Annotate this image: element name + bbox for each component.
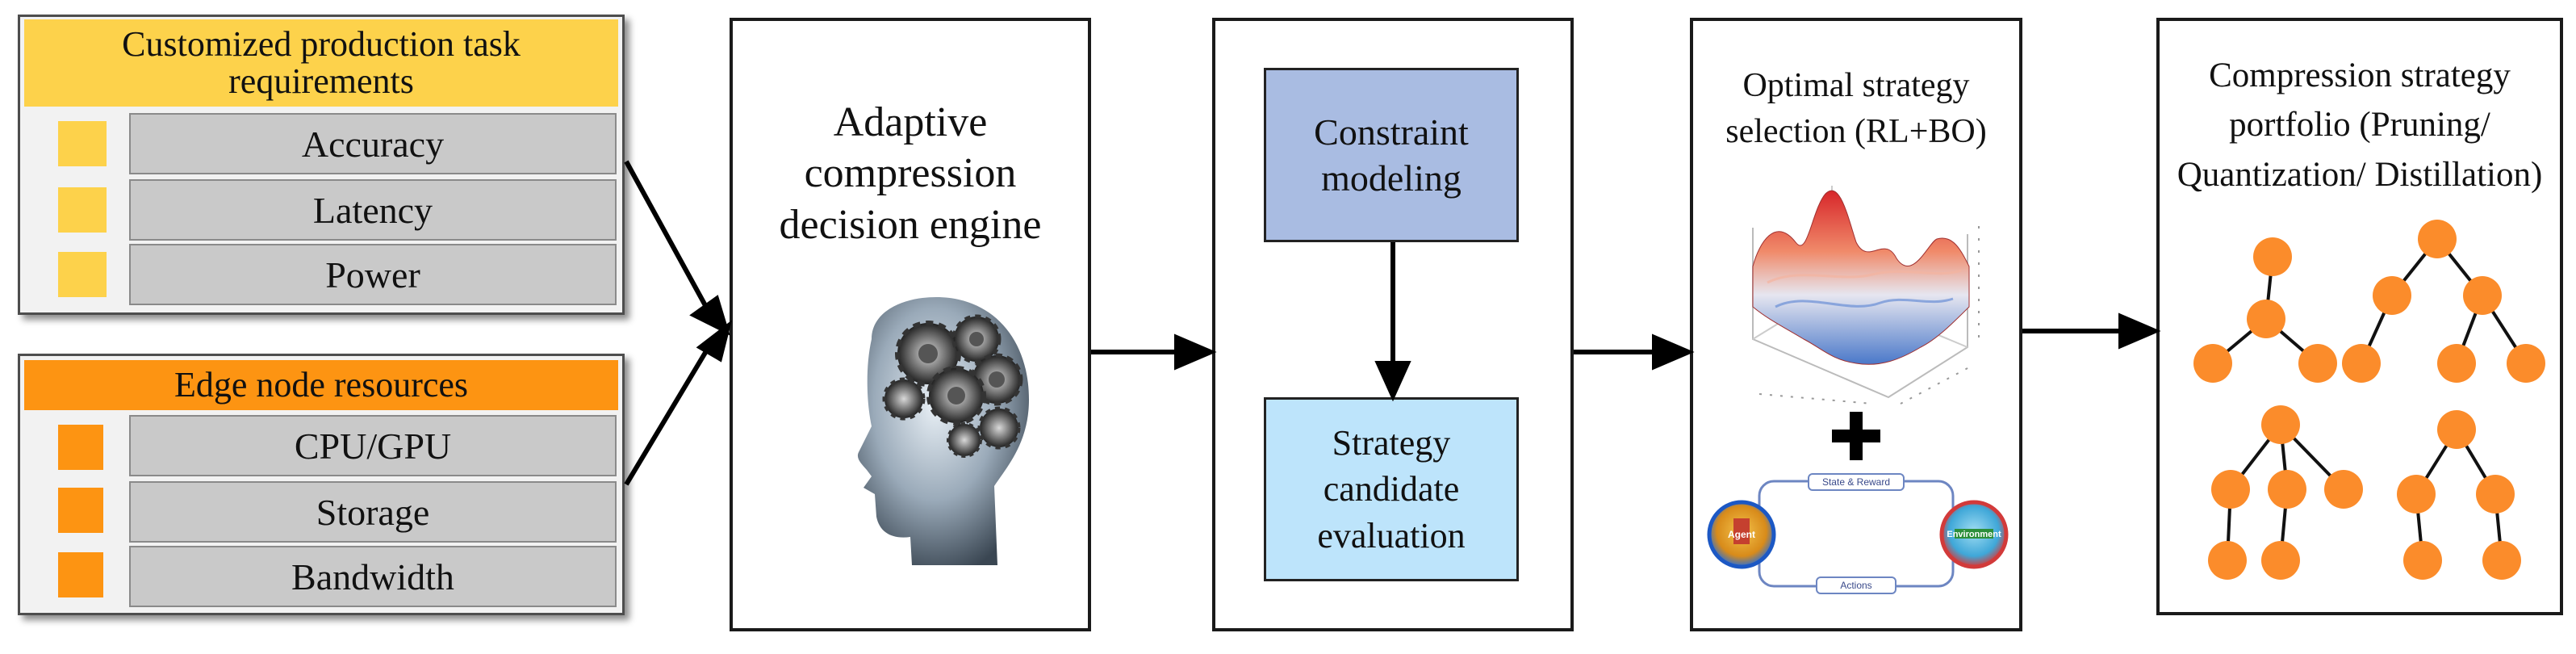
edge-resources-header: Edge node resources xyxy=(24,360,618,410)
storage-square xyxy=(58,488,103,533)
rl-state-reward-label: State & Reward xyxy=(1808,473,1905,491)
bandwidth-square xyxy=(58,552,103,597)
decision-engine-title: Adaptive compression decision engine xyxy=(779,99,1042,248)
task-to-engine-arrowhead xyxy=(689,295,730,336)
selection-to-portfolio-arrowhead xyxy=(2118,312,2161,350)
edge-to-engine-arrow xyxy=(624,346,711,486)
rl-actions-label: Actions xyxy=(1816,576,1896,594)
portfolio-title: Compression strategy portfolio (Pruning/… xyxy=(2177,57,2543,194)
bandwidth-row: Bandwidth xyxy=(129,546,617,607)
accuracy-row: Accuracy xyxy=(129,113,617,174)
constraint-modeling-box: Constraint modeling xyxy=(1264,68,1519,242)
storage-row: Storage xyxy=(129,481,617,543)
latency-row: Latency xyxy=(129,179,617,241)
strategy-evaluation-box: Strategy candidate evaluation xyxy=(1264,397,1519,581)
edge-to-engine-arrowhead xyxy=(696,320,732,363)
modeling-to-selection-arrowhead xyxy=(1652,333,1695,371)
selection-title: Optimal strategy selection (RL+BO) xyxy=(1725,67,1987,150)
accuracy-square xyxy=(58,121,107,166)
plus-icon xyxy=(1832,412,1880,460)
rl-environment-label: Environment xyxy=(1947,530,2001,539)
engine-to-modeling-arrowhead xyxy=(1174,333,1217,371)
latency-square xyxy=(58,187,107,233)
task-to-engine-arrow xyxy=(624,160,709,310)
power-square xyxy=(58,252,107,297)
rl-agent-label: Agent xyxy=(1728,529,1755,540)
task-requirements-header: Customized production task requirements xyxy=(24,19,618,107)
cpu-gpu-row: CPU/GPU xyxy=(129,415,617,476)
cpu-gpu-square xyxy=(58,425,103,470)
power-row: Power xyxy=(129,244,617,305)
